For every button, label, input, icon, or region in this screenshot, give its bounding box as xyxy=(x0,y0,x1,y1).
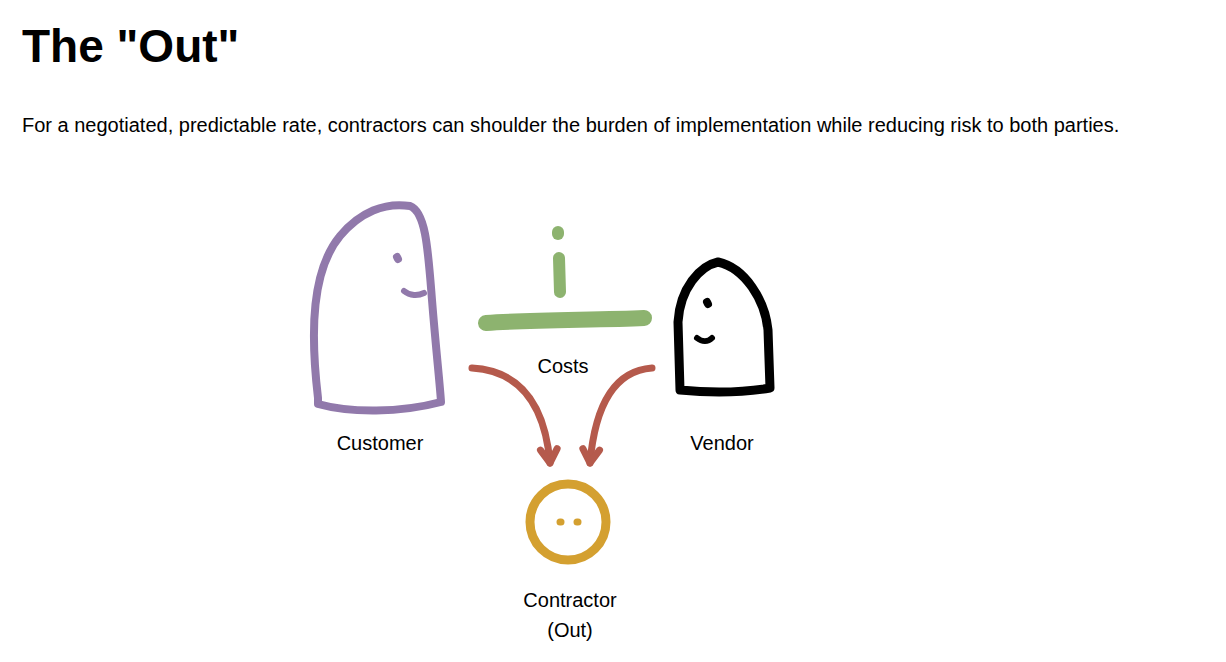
figure-stroke xyxy=(397,257,398,259)
figure-stroke xyxy=(404,291,424,295)
figure-stroke xyxy=(530,484,606,560)
vendor-figure: Vendor xyxy=(662,250,782,462)
contractor-figure: Contractor (Out) xyxy=(505,475,635,649)
flow-arrow xyxy=(583,368,652,463)
figure-outline xyxy=(662,250,782,460)
diagram-title: The "Out" xyxy=(22,18,239,74)
flow-arrow xyxy=(472,368,557,463)
node-label: Contractor (Out) xyxy=(505,585,635,645)
figure-stroke xyxy=(697,338,712,341)
figure-stroke xyxy=(314,205,441,410)
figure-stroke xyxy=(707,302,708,304)
node-label: Customer xyxy=(300,428,460,458)
figure-stroke xyxy=(678,262,770,392)
customer-figure: Customer xyxy=(300,190,460,462)
figure-stroke xyxy=(577,519,578,526)
cost-scale xyxy=(486,232,644,323)
scale-label: Costs xyxy=(535,354,590,378)
node-label: Vendor xyxy=(662,428,782,458)
diagram-caption: For a negotiated, predictable rate, cont… xyxy=(22,110,1212,140)
figure-stroke xyxy=(560,519,561,526)
figure-outline xyxy=(300,190,460,460)
